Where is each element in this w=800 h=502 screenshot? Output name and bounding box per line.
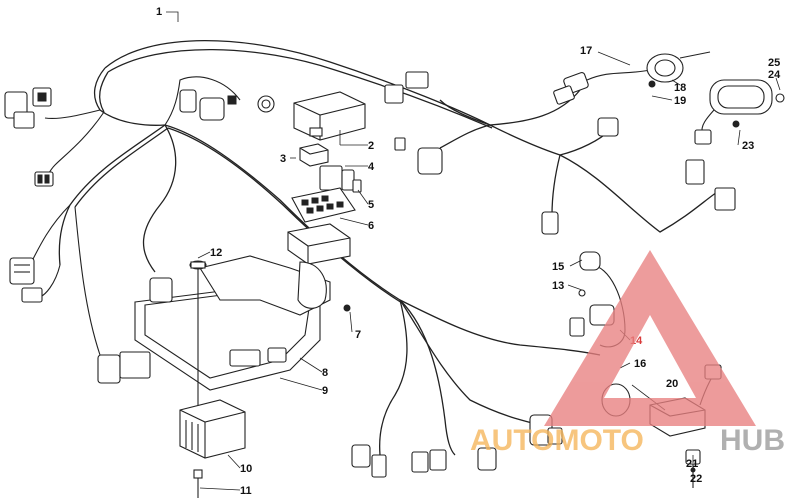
connector-top-left [4,87,52,129]
connector-right-3 [541,211,559,235]
voltage-regulator [179,399,246,459]
callout-24: 24 [768,69,781,81]
callout-23: 23 [742,140,754,152]
fuse-box [293,91,366,141]
connector-right-1 [597,117,619,137]
callout-8: 8 [322,367,328,379]
callout-25: 25 [768,57,780,69]
connector-lower-2 [411,449,447,473]
junction-block [287,223,351,265]
connector-right-2 [685,159,736,211]
connector-top-right [384,71,443,175]
watermark-text-orange: AUTOMOTO [470,424,644,457]
callout-1: 1 [156,6,162,18]
callout-18: 18 [674,82,686,94]
connector-top-center [179,89,275,121]
fuse-strip [291,187,356,223]
callout-20: 20 [666,378,678,390]
connector-left-4 [97,351,151,384]
callout-19: 19 [674,95,686,107]
callout-9: 9 [322,385,328,397]
callout-10: 10 [240,463,252,475]
callout-21: 21 [686,458,698,470]
harness-tray [134,255,331,391]
ignition-switch [553,51,711,105]
nut-12 [189,260,207,415]
connector-left-2 [34,171,54,187]
callout-17: 17 [580,45,592,57]
callout-15: 15 [552,261,564,273]
fuse [352,179,362,193]
connector-left-3 [9,257,43,303]
callout-11: 11 [240,485,252,497]
callout-13: 13 [552,280,564,292]
callout-7: 7 [355,329,361,341]
callout-5: 5 [368,199,374,211]
relay-small [299,143,329,167]
callout-12: 12 [210,247,222,259]
callout-4: 4 [368,161,375,173]
callout-2: 2 [368,140,374,152]
watermark-triangle-icon [544,250,756,426]
connector-lower-3 [477,447,497,471]
connector-lower-1 [351,444,387,478]
callout-3: 3 [280,153,286,165]
watermark-text-grey: HUB [720,424,785,457]
watermark-logo: AUTOMOTO HUB [470,250,785,457]
screw-7 [343,304,351,312]
callout-labels: 1 2 3 4 5 6 7 8 9 10 11 12 13 14 15 16 1… [156,6,781,497]
bolt-11 [193,469,203,498]
callout-16: 16 [634,358,646,370]
callout-22: 22 [690,473,702,485]
callout-6: 6 [368,220,374,232]
tail-light [694,79,785,145]
